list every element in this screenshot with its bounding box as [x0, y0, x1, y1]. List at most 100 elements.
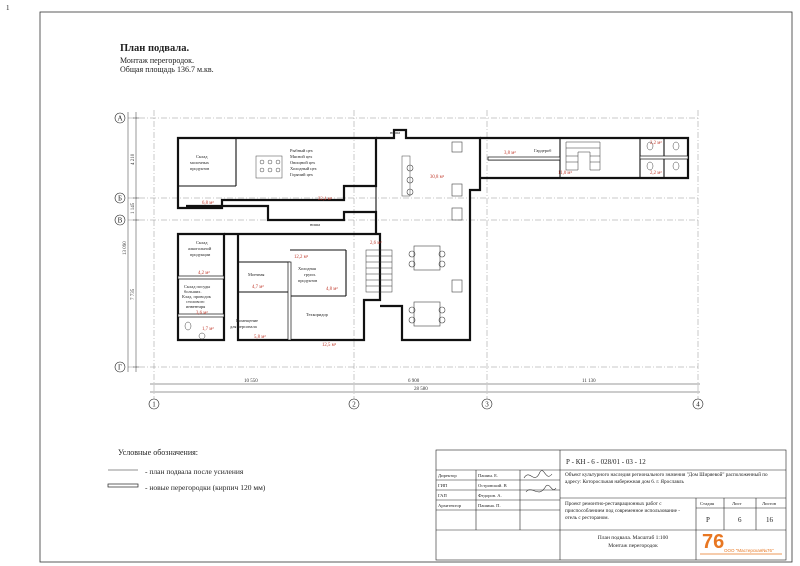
logo-company-name: ООО "Мастерская№76": [724, 548, 774, 553]
room-technical-label: Техкоридор: [306, 312, 329, 317]
dim-total-horizontal: 28 580: [414, 387, 428, 392]
area-storage-dairy: 6,8 м²: [202, 200, 214, 206]
column-axis-labels: 1 2 3 4: [148, 398, 704, 410]
role-gip: ГИП: [438, 483, 448, 488]
room-areas: 6,8 м² 22,4 м² 30,8 м² 3,8 м² 11,0 м² 2,…: [196, 140, 662, 348]
dim-a-b: 4 210: [131, 153, 136, 165]
building-walls: [176, 128, 690, 342]
name-architect: Пашина. П.: [478, 503, 501, 508]
area-kitchen: 22,4 м²: [318, 196, 333, 202]
axis-label-a: А: [117, 115, 122, 123]
area-dish-storage: 3,6 м²: [196, 310, 208, 316]
svg-text:алкогольной: алкогольной: [188, 246, 212, 251]
logo-number: 76: [702, 531, 724, 553]
area-mid: 12,2 м²: [294, 254, 309, 260]
area-storage-alcohol: 4,2 м²: [198, 270, 210, 276]
title-block-texts: Р - КН - 6 - 028/01 - 03 - 12 Директор П…: [438, 458, 777, 524]
svg-text:инвентаря: инвентаря: [186, 304, 205, 309]
role-gap: ГАП: [438, 493, 447, 498]
room-cold-label: Холодная: [298, 266, 316, 271]
title-block: [435, 449, 787, 561]
dim-b-v: 1 145: [131, 202, 136, 214]
svg-text:для персонала: для персонала: [230, 324, 257, 329]
new-partitions: [177, 155, 689, 341]
axis-label-g: Г: [118, 364, 122, 372]
company-logo: 76 ООО "Мастерская№76": [700, 531, 782, 555]
svg-text:Клад. проводок: Клад. проводок: [182, 294, 212, 299]
dim-2-3: 6 900: [408, 379, 420, 384]
interior-partitions: [178, 138, 688, 340]
area-hall: 30,8 м²: [430, 174, 445, 180]
axis-label-1: 1: [152, 401, 156, 409]
row-axis-labels: А Б В Г: [114, 112, 126, 373]
axis-label-3: 3: [485, 401, 489, 409]
legend-item-new-partitions: - новые перегородки (кирпич 120 мм): [145, 483, 266, 492]
room-labels: Склад молочных продуктов Рыбный цех Мясн…: [182, 130, 552, 329]
name-gip: Островский. В: [478, 483, 507, 488]
area-technical: 12,5 м²: [322, 342, 337, 348]
area-washroom: 4,7 м²: [252, 284, 264, 290]
name-gap: Федоров. А.: [478, 493, 502, 498]
svg-text:групп.: групп.: [304, 272, 316, 277]
dim-1-2: 10 550: [244, 379, 258, 384]
room-niche-top: ниша: [390, 130, 400, 135]
svg-text:Холодный цех: Холодный цех: [290, 166, 318, 171]
svg-text:молочных: молочных: [190, 160, 210, 165]
area-corridor-right: 11,0 м²: [558, 170, 572, 176]
sheet-value: 6: [738, 516, 742, 524]
svg-text:продуктов: продуктов: [190, 166, 209, 171]
area-wc1: 2,2 м²: [650, 140, 662, 146]
project-description: Проект ремонтно-реставрационных работ с …: [565, 501, 680, 521]
legend-title: Условные обозначения:: [118, 448, 199, 457]
kitchen-equipment: [255, 155, 411, 197]
page-subtitle: Монтаж перегородок.: [120, 56, 195, 65]
page-total-area: Общая площадь 136.7 м.кв.: [120, 65, 214, 74]
dimension-labels: 4 210 1 145 13 090 7 735 10 550 6 900 11…: [123, 153, 596, 392]
stage-label: Стадия: [700, 501, 715, 506]
sheet-label: Лист: [732, 501, 742, 506]
svg-text:Мясной цех: Мясной цех: [290, 154, 313, 159]
svg-text:продукции: продукции: [190, 252, 211, 257]
name-director: Пашин. Е.: [478, 473, 498, 478]
area-cold: 4,8 м²: [326, 286, 338, 292]
area-staff: 5,8 м²: [254, 334, 266, 340]
svg-text:продуктов: продуктов: [298, 278, 317, 283]
legend-item-existing: - план подвала после усиления: [145, 467, 244, 476]
sheets-label: Листов: [762, 501, 777, 506]
area-wc2: 2,2 м²: [650, 170, 662, 176]
stage-value: Р: [706, 516, 710, 524]
drawing-name: План подвала. Масштаб 1:100 Монтаж перег…: [597, 535, 669, 549]
svg-text:Овощной цех: Овощной цех: [290, 160, 316, 165]
room-workshops-label: Рыбный цех: [290, 148, 314, 153]
sheet-corner-mark: 1: [6, 4, 10, 12]
toilet-fixtures: [184, 141, 680, 340]
page-title: План подвала.: [120, 43, 190, 54]
room-niche-mid: ниша: [310, 222, 320, 227]
legend-symbols: [107, 469, 139, 488]
area-wardrobe: 3,8 м²: [504, 150, 516, 156]
svg-text:столового: столового: [186, 299, 205, 304]
room-storage-alcohol-label: Склад: [196, 240, 208, 245]
room-dish-storage-label: Склад посуды: [184, 284, 210, 289]
sheet-frame: [39, 11, 793, 563]
axis-label-v: В: [118, 217, 123, 225]
signatures: [523, 470, 557, 493]
grid-lines: [128, 110, 700, 400]
room-storage-dairy-label: Склад: [196, 154, 208, 159]
axis-label-2: 2: [352, 401, 356, 409]
svg-text:Горячий цех: Горячий цех: [290, 172, 314, 177]
object-description: Объект культурного наследия региональног…: [565, 472, 768, 485]
dim-total-vertical: 13 090: [123, 241, 128, 255]
restaurant-tables: [406, 141, 463, 327]
room-washroom-label: Моечная: [248, 272, 264, 277]
dimension-lines: [127, 112, 700, 393]
sheets-value: 16: [766, 516, 774, 524]
room-wardrobe-label: Гардероб: [534, 148, 552, 153]
dim-v-g: 7 735: [131, 288, 136, 300]
room-staff-label: Помещение: [236, 318, 258, 323]
document-code: Р - КН - 6 - 028/01 - 03 - 12: [566, 458, 646, 466]
axis-label-b: Б: [118, 195, 122, 203]
role-architect: Архитектор: [438, 503, 462, 508]
area-stair: 2,6 м²: [370, 240, 382, 246]
